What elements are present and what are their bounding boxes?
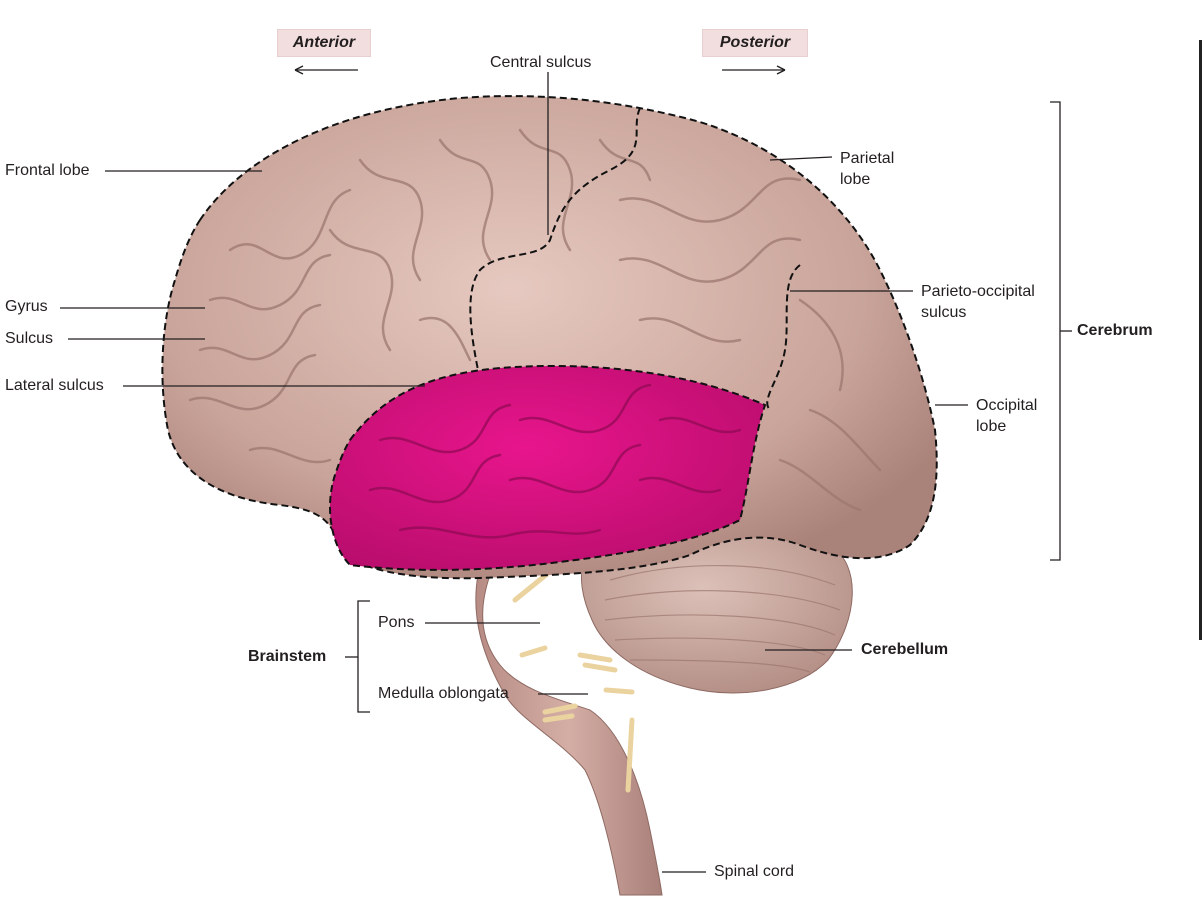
parieto-occipital-label-line1: Parieto-occipital: [921, 283, 1035, 300]
parietal-lobe-label-line1: Parietal: [840, 150, 895, 167]
parieto-occipital-label-line2: sulcus: [921, 304, 967, 321]
sulcus-label: Sulcus: [5, 330, 54, 347]
posterior-label: Posterior: [702, 29, 808, 57]
temporal-lobe-highlight: [329, 365, 767, 571]
cerebrum-label: Cerebrum: [1077, 322, 1153, 339]
pons-label: Pons: [378, 614, 415, 631]
leader-lines: [60, 65, 1072, 873]
gyrus-label: Gyrus: [5, 298, 48, 315]
occipital-lobe-label-line2: lobe: [976, 418, 1007, 435]
cerebellum-label: Cerebellum: [861, 641, 949, 658]
frontal-lobe-label: Frontal lobe: [5, 162, 90, 179]
lateral-sulcus-label: Lateral sulcus: [5, 377, 104, 394]
medulla-oblongata-label: Medulla oblongata: [378, 685, 509, 702]
spinal-cord-label: Spinal cord: [714, 863, 795, 880]
brainstem-label: Brainstem: [248, 648, 327, 665]
central-sulcus-label: Central sulcus: [490, 54, 592, 71]
brainstem-shape: [475, 574, 663, 896]
anterior-label: Anterior: [277, 29, 371, 57]
right-edge-divider: [1199, 40, 1202, 640]
occipital-lobe-label-line1: Occipital: [976, 397, 1038, 414]
parietal-lobe-label-line2: lobe: [840, 171, 871, 188]
